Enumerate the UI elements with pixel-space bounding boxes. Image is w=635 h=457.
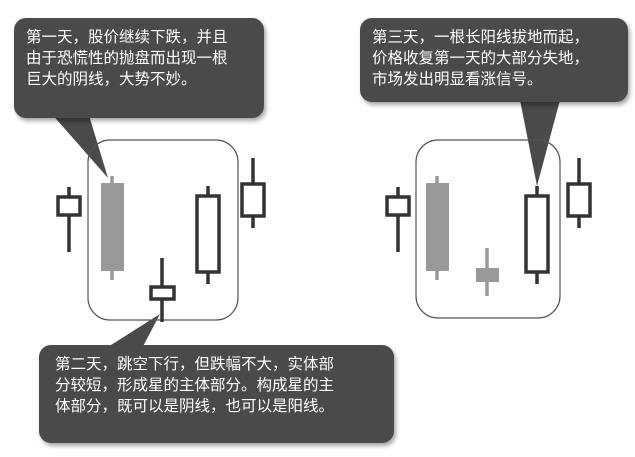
callout-day1-line: 第一天，股价继续下跌，并且 <box>26 28 228 46</box>
callout-day3-line: 价格收复第一天的大部分失地， <box>372 49 590 67</box>
left-candle-day2-star <box>149 258 176 322</box>
callout-day3: 第三天，一根长阳线拔地而起， 价格收复第一天的大部分失地， 市场发出明显看涨信号… <box>360 18 628 102</box>
callout-day2-line: 体部分，既可以是阴线，也可以是阳线。 <box>55 397 335 415</box>
callout-day2: 第二天，跳空下行，但跌幅不大，实体部 分较短，形成星的主体部分。构成星的主 体部… <box>39 345 394 443</box>
callout-day3-line: 第三天，一根长阳线拔地而起， <box>372 28 590 46</box>
callout-day3-line: 市场发出明显看涨信号。 <box>372 70 543 88</box>
callout-day2-line: 分较短，形成星的主体部分。构成星的主 <box>55 376 335 394</box>
callout-day2-pointer <box>100 314 160 352</box>
right-candle-day3-yang <box>524 186 550 284</box>
right-candle-after-yang <box>566 158 592 228</box>
left-candle-after-yang <box>240 158 266 228</box>
right-pattern-frame <box>415 139 561 319</box>
callout-day1-line: 由于恐慌性的抛盘而出现一根 <box>26 49 228 67</box>
callout-day2-line: 第二天，跳空下行，但跌幅不大，实体部 <box>55 355 335 373</box>
right-candle-day1-yin <box>426 176 449 280</box>
left-candle-prior-yang <box>56 187 82 252</box>
right-candle-day2-star <box>476 248 499 296</box>
left-candle-day3-yang <box>195 186 221 284</box>
callout-day1-line: 巨大的阴线，大势不妙。 <box>26 70 197 88</box>
left-candle-day1-yin <box>101 176 124 280</box>
callout-day3-pointer <box>520 100 560 186</box>
right-candle-prior-yang <box>385 187 411 252</box>
callout-day1-pointer <box>50 112 108 178</box>
callout-day1: 第一天，股价继续下跌，并且 由于恐慌性的抛盘而出现一根 巨大的阴线，大势不妙。 <box>14 18 264 118</box>
